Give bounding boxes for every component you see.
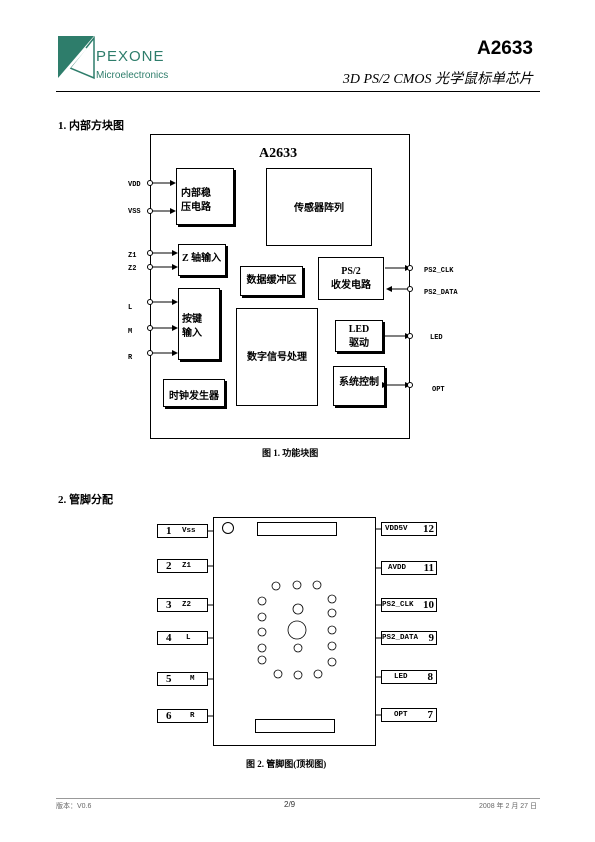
header-rule bbox=[56, 91, 540, 92]
block-ps2: PS/2 收发电路 bbox=[318, 257, 384, 300]
pin-label-ps2data: PS2_DATA bbox=[424, 289, 458, 297]
block-regulator: 内部稳 压电路 bbox=[176, 168, 234, 225]
pin-4: 4 L bbox=[157, 631, 208, 645]
block-clock: 时钟发生器 bbox=[163, 379, 225, 407]
doc-subtitle: 3D PS/2 CMOS 光学鼠标单芯片 bbox=[342, 72, 533, 87]
company-logo: PEXONE Microelectronics bbox=[56, 34, 186, 84]
block-z-input: Z 轴输入 bbox=[178, 244, 226, 276]
pin-label-vdd: VDD bbox=[128, 181, 141, 189]
pin-9: PS2_DATA 9 bbox=[381, 631, 437, 645]
logo-sub: Microelectronics bbox=[96, 70, 169, 81]
pin-label-opt: OPT bbox=[432, 386, 445, 394]
pin-3: 3 Z2 bbox=[157, 598, 208, 612]
pin-label-z2: Z2 bbox=[128, 265, 137, 273]
logo-triangle-icon bbox=[58, 35, 95, 80]
top-window bbox=[257, 522, 337, 536]
bottom-window bbox=[255, 719, 335, 733]
section1-title: 1. 内部方块图 bbox=[58, 120, 124, 132]
footer-date: 2008 年 2 月 27 日 bbox=[479, 803, 537, 810]
pin-label-l: L bbox=[128, 304, 133, 312]
chip-label: A2633 bbox=[259, 146, 298, 161]
pin-11: AVDD 11 bbox=[381, 561, 437, 575]
figure1-caption: 图 1. 功能块图 bbox=[262, 448, 319, 458]
chip-package bbox=[213, 517, 376, 746]
block-sensor: 传感器阵列 bbox=[266, 168, 372, 246]
block-keys: 按键 输入 bbox=[178, 288, 220, 360]
block-buffer: 数据缓冲区 bbox=[240, 266, 303, 296]
pin-12: VDD5V 12 bbox=[381, 522, 437, 536]
block-led: LED 驱动 bbox=[335, 320, 383, 352]
lens-pattern-icon bbox=[257, 580, 337, 680]
logo-brand: PEXONE bbox=[96, 48, 165, 65]
pin-1: 1 Vss bbox=[157, 524, 208, 538]
pin-8: LED 8 bbox=[381, 670, 437, 684]
pin-10: PS2_CLK 10 bbox=[381, 598, 437, 612]
pin-6: 6 R bbox=[157, 709, 208, 723]
pin-label-m: M bbox=[128, 328, 133, 336]
block-sysctrl: 系统控制 bbox=[333, 366, 385, 406]
pin-label-vss: VSS bbox=[128, 208, 141, 216]
pin-label-led: LED bbox=[430, 334, 443, 342]
section2-title: 2. 管脚分配 bbox=[58, 494, 113, 506]
pin-7: OPT 7 bbox=[381, 708, 437, 722]
pin-label-z1: Z1 bbox=[128, 252, 137, 260]
figure2-caption: 图 2. 管脚图(顶视图) bbox=[246, 759, 327, 769]
footer-page: 2/9 bbox=[284, 800, 296, 809]
part-number: A2633 bbox=[477, 38, 533, 59]
block-dsp: 数字信号处理 bbox=[236, 308, 318, 406]
pin-label-r: R bbox=[128, 354, 133, 362]
footer-rule bbox=[56, 798, 540, 799]
footer-version: 版本：V0.6 bbox=[56, 803, 92, 810]
pin-2: 2 Z1 bbox=[157, 559, 208, 573]
pin1-marker-icon bbox=[222, 522, 234, 534]
pin-5: 5 M bbox=[157, 672, 208, 686]
pin-label-ps2clk: PS2_CLK bbox=[424, 267, 454, 275]
